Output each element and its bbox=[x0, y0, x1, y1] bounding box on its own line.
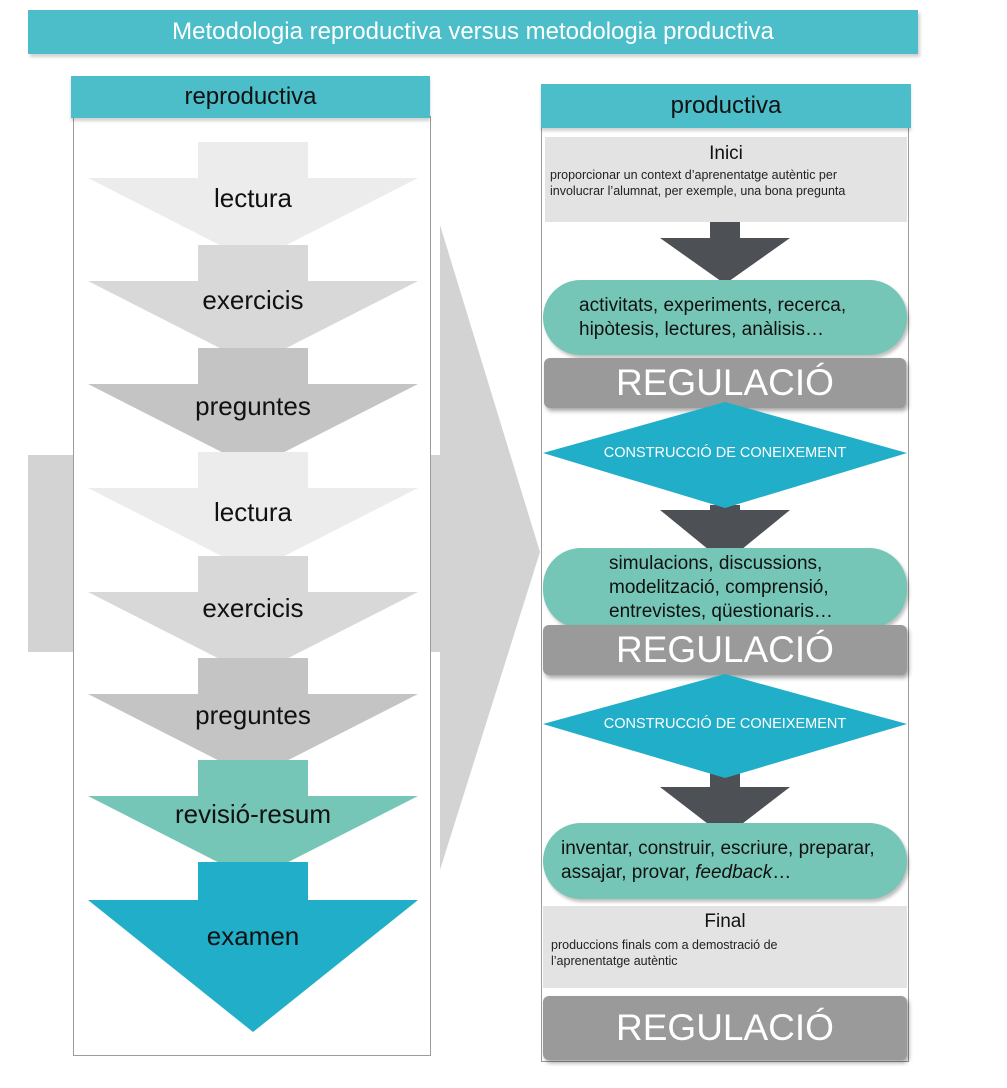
activity-line: inventar, construir, escriure, preparar, bbox=[561, 838, 875, 859]
regulation-block: REGULACIÓ bbox=[543, 625, 907, 675]
step-arrow bbox=[88, 658, 418, 778]
regulation-block: REGULACIÓ bbox=[544, 358, 906, 408]
final-description: produccions finals com a demostració de … bbox=[551, 938, 778, 968]
start-title: Inici bbox=[709, 143, 743, 164]
activity-line: activitats, experiments, recerca, bbox=[579, 294, 847, 316]
knowledge-label: CONSTRUCCIÓ DE CONEIXEMENT bbox=[603, 445, 847, 461]
step-arrow bbox=[88, 142, 418, 262]
final-title: Final bbox=[704, 911, 746, 932]
reproductive-header: reproductiva bbox=[71, 76, 430, 118]
step-arrow bbox=[88, 862, 418, 1032]
down-arrow bbox=[660, 772, 790, 837]
step-label: exercicis bbox=[202, 285, 303, 315]
regulation-block: REGULACIÓ bbox=[543, 996, 907, 1060]
diagram-title: Metodologia reproductiva versus metodolo… bbox=[28, 10, 918, 54]
activity-pill-1: activitats, experiments, recerca, hipòte… bbox=[543, 280, 907, 355]
step-label: lectura bbox=[214, 497, 293, 527]
down-arrow bbox=[660, 222, 790, 284]
knowledge-diamond bbox=[543, 402, 907, 508]
activity-line: simulacions, discussions, bbox=[609, 553, 823, 574]
productive-header: productiva bbox=[541, 84, 911, 128]
step-arrow bbox=[88, 556, 418, 676]
activity-tail: … bbox=[772, 862, 792, 883]
step-arrow bbox=[88, 245, 418, 365]
activity-line: assajar, provar, bbox=[561, 862, 696, 883]
activity-pill-3: inventar, construir, escriure, preparar,… bbox=[543, 823, 907, 899]
step-arrow bbox=[88, 348, 418, 468]
knowledge-label: CONSTRUCCIÓ DE CONEIXEMENT bbox=[603, 716, 847, 732]
activity-pill-2: simulacions, discussions, modelització, … bbox=[543, 548, 907, 628]
activity-line: entrevistes, qüestionaris… bbox=[609, 601, 833, 622]
activity-line: hipòtesis, lectures, anàlisis… bbox=[579, 318, 824, 340]
step-arrow bbox=[88, 452, 418, 572]
final-box: Final produccions finals com a demostrac… bbox=[543, 906, 907, 988]
step-label: preguntes bbox=[195, 700, 311, 730]
activity-line: modelització, comprensió, bbox=[609, 577, 829, 598]
step-label: lectura bbox=[214, 183, 293, 213]
down-arrow bbox=[660, 505, 790, 563]
knowledge-diamond bbox=[543, 674, 907, 778]
step-label: exercicis bbox=[202, 593, 303, 623]
step-arrow bbox=[88, 760, 418, 880]
step-label: examen bbox=[207, 921, 300, 951]
step-label: revisió-resum bbox=[175, 799, 331, 829]
activity-line-group: assajar, provar, feedback… bbox=[561, 861, 889, 885]
start-description: proporcionar un context d’aprenentatge a… bbox=[550, 168, 846, 198]
start-box: Inici proporcionar un context d’aprenent… bbox=[545, 137, 907, 222]
step-label: preguntes bbox=[195, 391, 311, 421]
activity-italic: feedback bbox=[695, 862, 773, 883]
